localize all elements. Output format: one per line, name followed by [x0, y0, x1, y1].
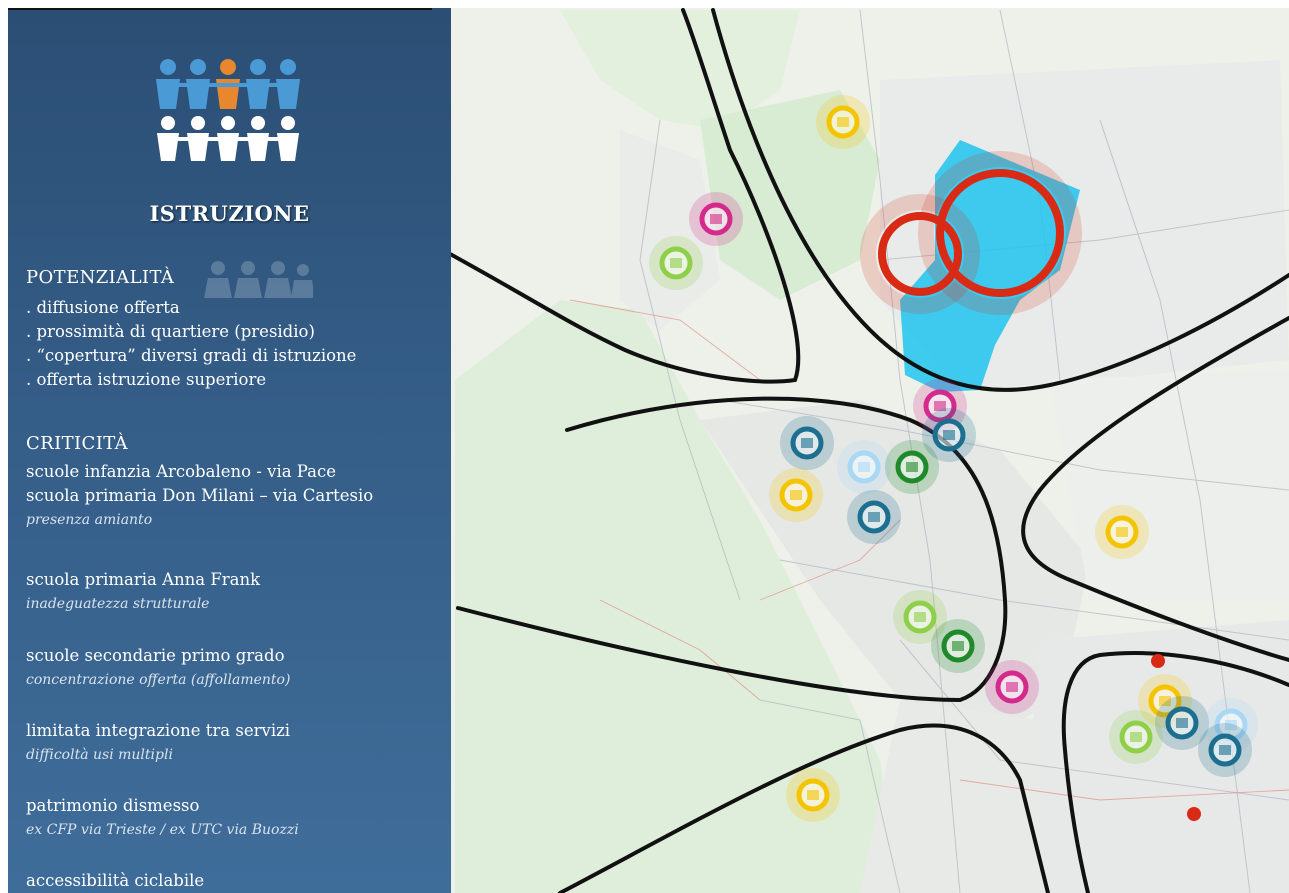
school-marker-yellow[interactable]: [769, 468, 823, 522]
criticita-title: CRITICITÀ: [26, 433, 129, 454]
cycle-paths: [569, 299, 1289, 801]
children-chain-logo: [156, 59, 300, 161]
criticita-line: scuole infanzia Arcobaleno - via Pace: [26, 462, 337, 481]
school-marker-teal[interactable]: [780, 416, 834, 470]
critical-area-glow: [918, 151, 1082, 315]
school-marker-yellow[interactable]: [786, 768, 840, 822]
section-heading: ISTRUZIONE: [149, 201, 310, 226]
school-marker-light-green[interactable]: [649, 236, 703, 290]
critical-area-ring[interactable]: [878, 212, 962, 296]
land-use-layer: [451, 8, 1289, 893]
criticita-line: scuola primaria Don Milani – via Cartesi…: [26, 486, 374, 505]
criticita-note: inadeguatezza strutturale: [26, 596, 210, 612]
children-watermark-icon: [204, 261, 313, 298]
criticita-line: scuola primaria Anna Frank: [26, 570, 261, 589]
school-marker-teal[interactable]: [922, 408, 976, 462]
school-marker-light-blue[interactable]: [837, 440, 891, 494]
red-point-marker[interactable]: [1151, 654, 1165, 668]
school-marker-light-green[interactable]: [893, 590, 947, 644]
potenzialita-item: . prossimità di quartiere (presidio): [26, 322, 315, 341]
map-view: [451, 8, 1289, 893]
analysis-curves: [451, 8, 1289, 893]
school-marker-magenta[interactable]: [689, 192, 743, 246]
potenzialita-title: POTENZIALITÀ: [26, 267, 175, 288]
school-marker-teal[interactable]: [1155, 696, 1209, 750]
top-rule: [8, 8, 432, 10]
school-marker-dark-green[interactable]: [885, 440, 939, 494]
potenzialita-item: . offerta istruzione superiore: [26, 370, 267, 389]
school-marker-magenta[interactable]: [985, 660, 1039, 714]
criticita-line: limitata integrazione tra servizi: [26, 721, 291, 740]
criticita-line: patrimonio dismesso: [26, 796, 200, 815]
criticita-note: presenza amianto: [26, 512, 153, 528]
potenzialita-item: . diffusione offerta: [26, 298, 180, 317]
school-marker-light-green[interactable]: [1109, 710, 1163, 764]
road-network: [639, 9, 1289, 893]
criticita-line: accessibilità ciclabile: [26, 871, 205, 890]
criticita-note: concentrazione offerta (affollamento): [26, 672, 291, 688]
sidebar-panel: ISTRUZIONE POTENZIALITÀ . diffusione off…: [8, 8, 451, 893]
critical-area-glow: [860, 194, 980, 314]
criticita-note: difficoltà usi multipli: [26, 747, 173, 763]
criticita-line: scuole secondarie primo grado: [26, 646, 285, 665]
school-marker-teal[interactable]: [847, 490, 901, 544]
potenzialita-item: . “copertura” diversi gradi di istruzion…: [26, 346, 357, 365]
school-marker-teal[interactable]: [1198, 723, 1252, 777]
critical-area-ring[interactable]: [936, 169, 1064, 297]
school-map: [451, 8, 1289, 893]
criticita-note: ex CFP via Trieste / ex UTC via Buozzi: [26, 822, 299, 838]
red-point-marker[interactable]: [1187, 807, 1201, 821]
school-marker-yellow[interactable]: [816, 95, 870, 149]
school-marker-yellow[interactable]: [1095, 505, 1149, 559]
school-marker-dark-green[interactable]: [931, 619, 985, 673]
